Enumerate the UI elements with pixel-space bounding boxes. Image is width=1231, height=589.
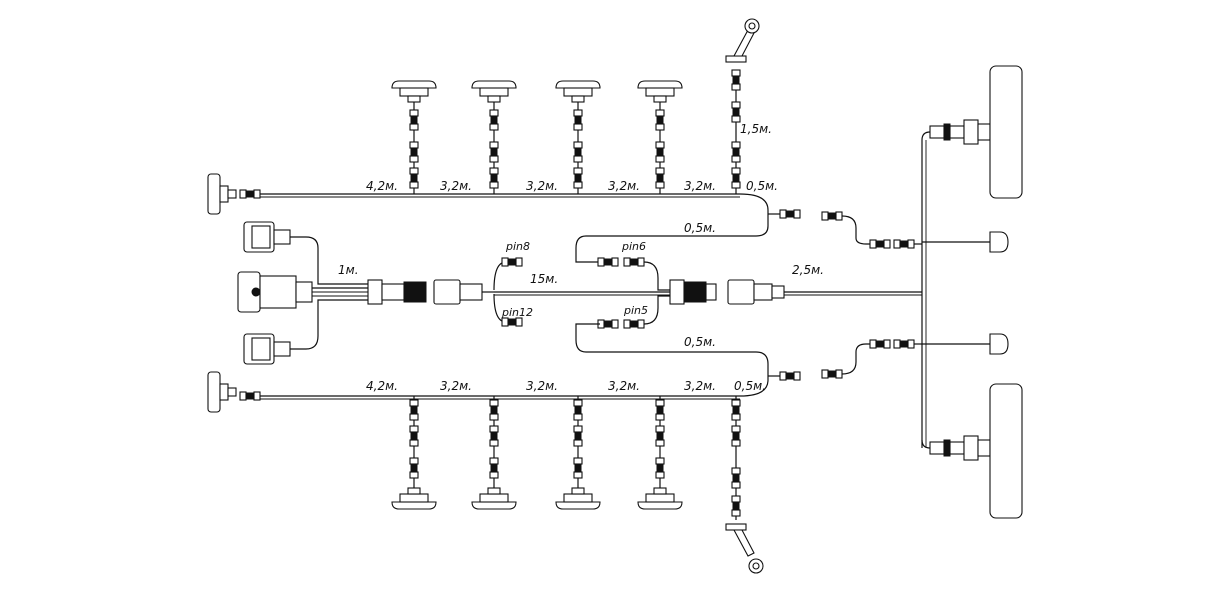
top-marker-lamp-4 <box>637 80 683 103</box>
pin12-label: pin12 <box>501 306 533 319</box>
bottom-length-label-3: 3,2м. <box>526 379 558 393</box>
bottom-marker-lamp-2 <box>471 487 517 510</box>
socket-lower <box>243 333 291 365</box>
bottom-length-label-6: 0,5м. <box>734 379 766 393</box>
rear-lamp-lower <box>989 383 1023 519</box>
rear-lamp-lower-connector <box>929 435 991 461</box>
top-length-label-2: 3,2м. <box>440 179 472 193</box>
top-length-label-3: 3,2м. <box>526 179 558 193</box>
side-marker-lamp-top <box>207 173 237 215</box>
top-marker-lamp-3 <box>555 80 601 103</box>
bottom-length-label-4: 3,2м. <box>608 379 640 393</box>
bottom-lamp-connector <box>239 391 261 401</box>
rear-lamp-upper <box>989 65 1023 199</box>
top-rear-link-connector <box>779 209 801 219</box>
rear-lamp-upper-connector <box>929 119 991 145</box>
top-clearance-lamp <box>725 18 760 63</box>
top-harness: 4,2м. 3,2м. 3,2м. 3,2м. 3,2м. 0,5м. 1,5м… <box>207 18 922 263</box>
top-marker-lamp-2 <box>471 80 517 103</box>
bottom-harness: 4,2м. 3,2м. 3,2м. 3,2м. 3,2м. 0,5м. 0,5м… <box>207 323 922 574</box>
bottom-length-label-2: 3,2м. <box>440 379 472 393</box>
rear-length-label: 2,5м. <box>792 263 824 277</box>
rear-plug <box>727 279 785 305</box>
socket-upper <box>243 221 291 253</box>
rear-lamp-assembly <box>921 65 1023 519</box>
top-length-label-1: 4,2м. <box>366 179 398 193</box>
main-plug-left <box>367 279 483 305</box>
main-length-label: 15м. <box>530 272 558 286</box>
bottom-rear-link-connector <box>779 371 801 381</box>
bottom-length-label-5: 3,2м. <box>684 379 716 393</box>
socket-main <box>237 271 313 313</box>
top-length-label-4: 3,2м. <box>608 179 640 193</box>
top-link-length-label: 0,5м. <box>684 221 716 235</box>
bottom-link-length-label: 0,5м. <box>684 335 716 349</box>
top-lamp-drops <box>409 69 741 194</box>
bottom-clearance-lamp <box>725 523 764 574</box>
rear-fog-lamp-lower <box>989 333 1009 355</box>
pin5-label: pin5 <box>623 304 648 317</box>
pin8-label: pin8 <box>505 240 530 253</box>
socket-lead-length-label: 1м. <box>338 263 359 277</box>
rear-fog-lamp-upper <box>989 231 1009 253</box>
bottom-marker-lamp-3 <box>555 487 601 510</box>
top-riser-length-label: 1,5м. <box>740 122 772 136</box>
top-marker-lamp-1 <box>391 80 437 103</box>
main-trunk: 1м. 15м. 2,5м. pin8 pin12 pin6 pin5 <box>237 221 922 365</box>
main-plug-right <box>669 279 717 305</box>
bottom-marker-lamp-4 <box>637 487 683 510</box>
bottom-length-label-1: 4,2м. <box>366 379 398 393</box>
top-length-label-6: 0,5м. <box>746 179 778 193</box>
pin6-label: pin6 <box>621 240 646 253</box>
bottom-lamp-drops <box>409 396 741 520</box>
top-lamp-connector <box>239 189 261 199</box>
top-length-label-5: 3,2м. <box>684 179 716 193</box>
side-marker-lamp-bottom <box>207 371 237 413</box>
bottom-marker-lamp-1 <box>391 487 437 510</box>
